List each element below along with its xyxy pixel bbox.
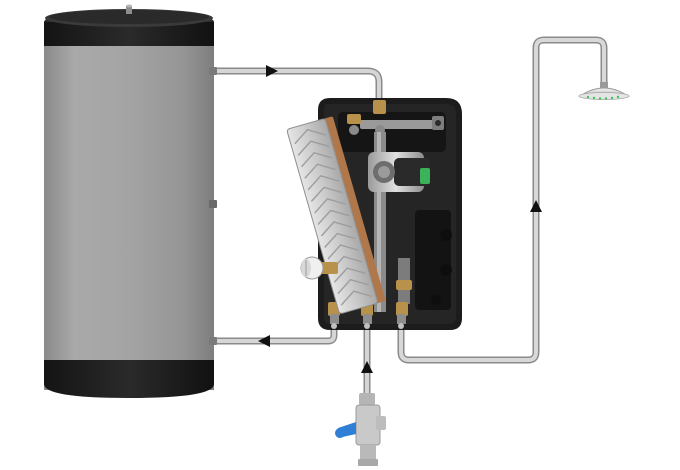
plate-heat-exchanger: [286, 116, 386, 314]
buffer-storage-tank: [44, 4, 217, 398]
tank-upper-nozzle: [209, 67, 217, 75]
thermostatic-valve: [300, 256, 338, 280]
circulation-pump: [368, 152, 430, 192]
cold-water-inlet-valve: [335, 393, 386, 466]
tank-lower-nozzle: [209, 337, 217, 345]
tank-supply-flow-arrow: [266, 65, 278, 77]
cold-water-inflow-arrow: [361, 361, 373, 373]
tank-return-flow-arrow: [258, 335, 270, 347]
supply-pipe: [208, 67, 383, 104]
hot-water-outflow-arrow: [530, 200, 542, 212]
flow-arrows: [258, 65, 542, 373]
return-pipe: [208, 314, 338, 345]
tank-middle-nozzle: [209, 200, 217, 208]
shower-head: [578, 82, 630, 100]
